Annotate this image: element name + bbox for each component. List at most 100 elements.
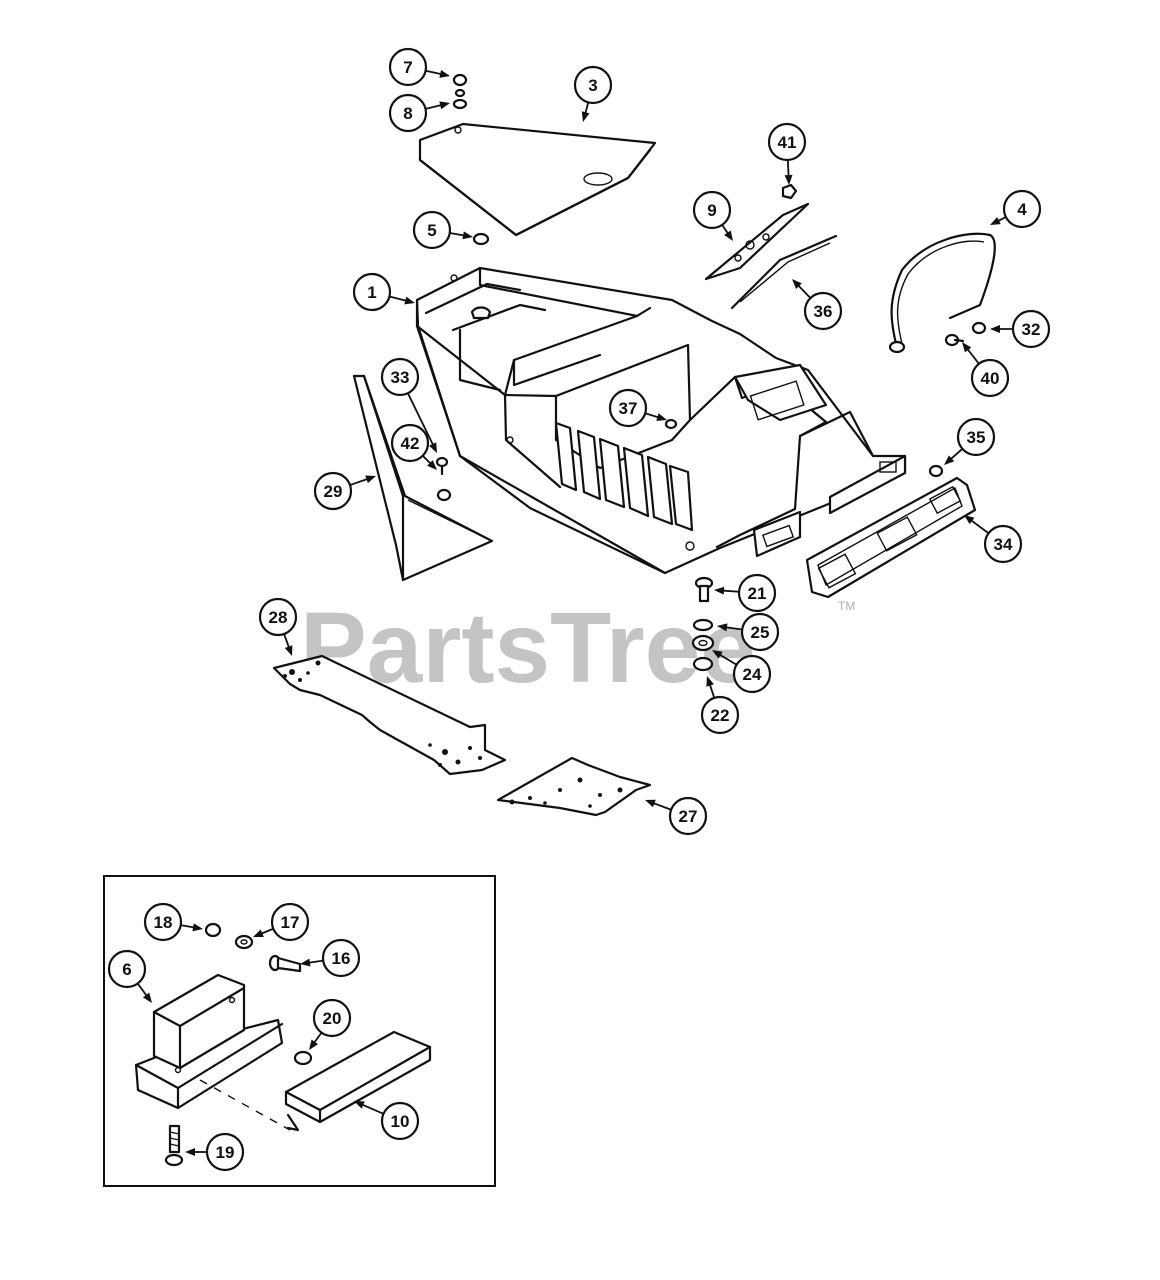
callout-7[interactable]: 7 (388, 47, 450, 87)
part-9-plate[interactable] (704, 202, 810, 281)
part-28-floor-mat[interactable] (272, 654, 507, 776)
callout-number: 33 (391, 368, 410, 387)
callout-24[interactable]: 24 (712, 650, 772, 694)
callout-number: 22 (711, 706, 730, 725)
callout-10[interactable]: 10 (354, 1101, 420, 1141)
part-29-side-panel[interactable] (352, 374, 494, 582)
callout-arrowhead (427, 460, 437, 470)
callout-circle (143, 902, 183, 942)
callout-number: 16 (332, 949, 351, 968)
part-18-washer[interactable] (204, 922, 222, 938)
callout-9[interactable]: 9 (692, 190, 733, 241)
part-42-nut[interactable] (436, 488, 452, 502)
callout-35[interactable]: 35 (944, 417, 996, 465)
callout-3[interactable]: 3 (573, 65, 613, 122)
callout-circle (767, 122, 807, 162)
callout-circle (312, 998, 352, 1038)
part-10-plate[interactable] (284, 1030, 432, 1132)
callout-circle (732, 654, 772, 694)
callout-arrowhead (784, 174, 793, 185)
part-34-front-bezel[interactable] (805, 476, 977, 599)
callout-number: 34 (994, 535, 1013, 554)
part-5-nut[interactable] (472, 232, 490, 246)
callout-circle (313, 471, 353, 511)
callout-circle (321, 938, 361, 978)
part-21-bolt[interactable] (694, 576, 714, 603)
part-35-nut[interactable] (928, 464, 944, 478)
callout-number: 19 (216, 1143, 235, 1162)
callout-arrowhead (944, 455, 955, 465)
part-4-handle[interactable] (888, 232, 996, 354)
callout-circle (573, 65, 613, 105)
part-22-nut[interactable] (692, 656, 714, 672)
callout-4[interactable]: 4 (990, 189, 1042, 229)
callout-circle (956, 417, 996, 457)
part-3-cover-plate[interactable] (418, 122, 657, 237)
callout-arrowhead (990, 216, 1001, 225)
callout-20[interactable]: 20 (309, 998, 352, 1050)
part-24-washer[interactable] (691, 634, 715, 652)
callout-circle (352, 272, 392, 312)
callout-arrowhead (792, 279, 802, 289)
callout-29[interactable]: 29 (313, 471, 376, 511)
part-20-nut[interactable] (293, 1050, 313, 1066)
part-6-weight-block[interactable] (134, 973, 291, 1131)
callout-arrowhead (354, 1101, 365, 1109)
callout-17[interactable]: 17 (253, 902, 310, 942)
callout-circle (380, 357, 420, 397)
callout-33[interactable]: 33 (380, 357, 437, 453)
callout-22[interactable]: 22 (700, 676, 740, 735)
callout-arrowhead (439, 101, 450, 110)
callout-40[interactable]: 40 (962, 342, 1010, 398)
part-19-bolt[interactable] (164, 1124, 184, 1167)
callout-circle (1011, 309, 1051, 349)
callout-19[interactable]: 19 (185, 1132, 245, 1172)
callout-36[interactable]: 36 (792, 279, 843, 331)
callout-41[interactable]: 41 (767, 122, 807, 185)
callout-25[interactable]: 25 (717, 612, 780, 652)
part-16-bolt[interactable] (268, 954, 302, 973)
part-36-strip[interactable] (730, 234, 838, 310)
callout-28[interactable]: 28 (258, 597, 298, 656)
part-25-washer[interactable] (692, 618, 714, 632)
callout-number: 36 (814, 302, 833, 321)
callout-leader (968, 517, 990, 534)
callout-1[interactable]: 1 (352, 272, 415, 312)
callout-number: 20 (323, 1009, 342, 1028)
callout-21[interactable]: 21 (714, 573, 777, 613)
part-37-screw[interactable] (664, 418, 678, 430)
part-27-floor-mat[interactable] (496, 756, 652, 817)
callout-8[interactable]: 8 (388, 93, 450, 133)
callout-arrowhead (645, 799, 656, 808)
callout-arrowhead (300, 958, 311, 967)
callout-37[interactable]: 37 (608, 388, 667, 428)
callout-number: 40 (981, 369, 1000, 388)
part-7-8-fastener[interactable] (452, 73, 468, 110)
part-32-nut[interactable] (971, 321, 987, 335)
part-33-bolt[interactable] (435, 456, 449, 476)
callout-27[interactable]: 27 (645, 796, 708, 836)
callout-6[interactable]: 6 (107, 949, 152, 1003)
callout-18[interactable]: 18 (143, 902, 203, 942)
callout-5[interactable]: 5 (412, 210, 473, 250)
callout-16[interactable]: 16 (300, 938, 361, 978)
callout-arrowhead (724, 230, 733, 241)
callout-number: 32 (1022, 320, 1041, 339)
callout-number: 7 (403, 58, 412, 77)
callout-number: 4 (1017, 200, 1027, 219)
callout-number: 18 (154, 913, 173, 932)
callout-arrowhead (404, 296, 415, 305)
callout-42[interactable]: 42 (390, 423, 437, 470)
watermark-trademark: TM (838, 599, 855, 613)
callout-circle (1002, 189, 1042, 229)
part-1-main-body[interactable] (415, 266, 907, 575)
callout-number: 28 (269, 608, 288, 627)
callout-arrowhead (439, 69, 450, 78)
part-41-clip[interactable] (781, 183, 798, 200)
part-40-bolt[interactable] (944, 333, 965, 347)
callout-34[interactable]: 34 (964, 515, 1023, 564)
part-17-washer[interactable] (234, 934, 254, 950)
callout-circle (388, 47, 428, 87)
callout-32[interactable]: 32 (990, 309, 1051, 349)
